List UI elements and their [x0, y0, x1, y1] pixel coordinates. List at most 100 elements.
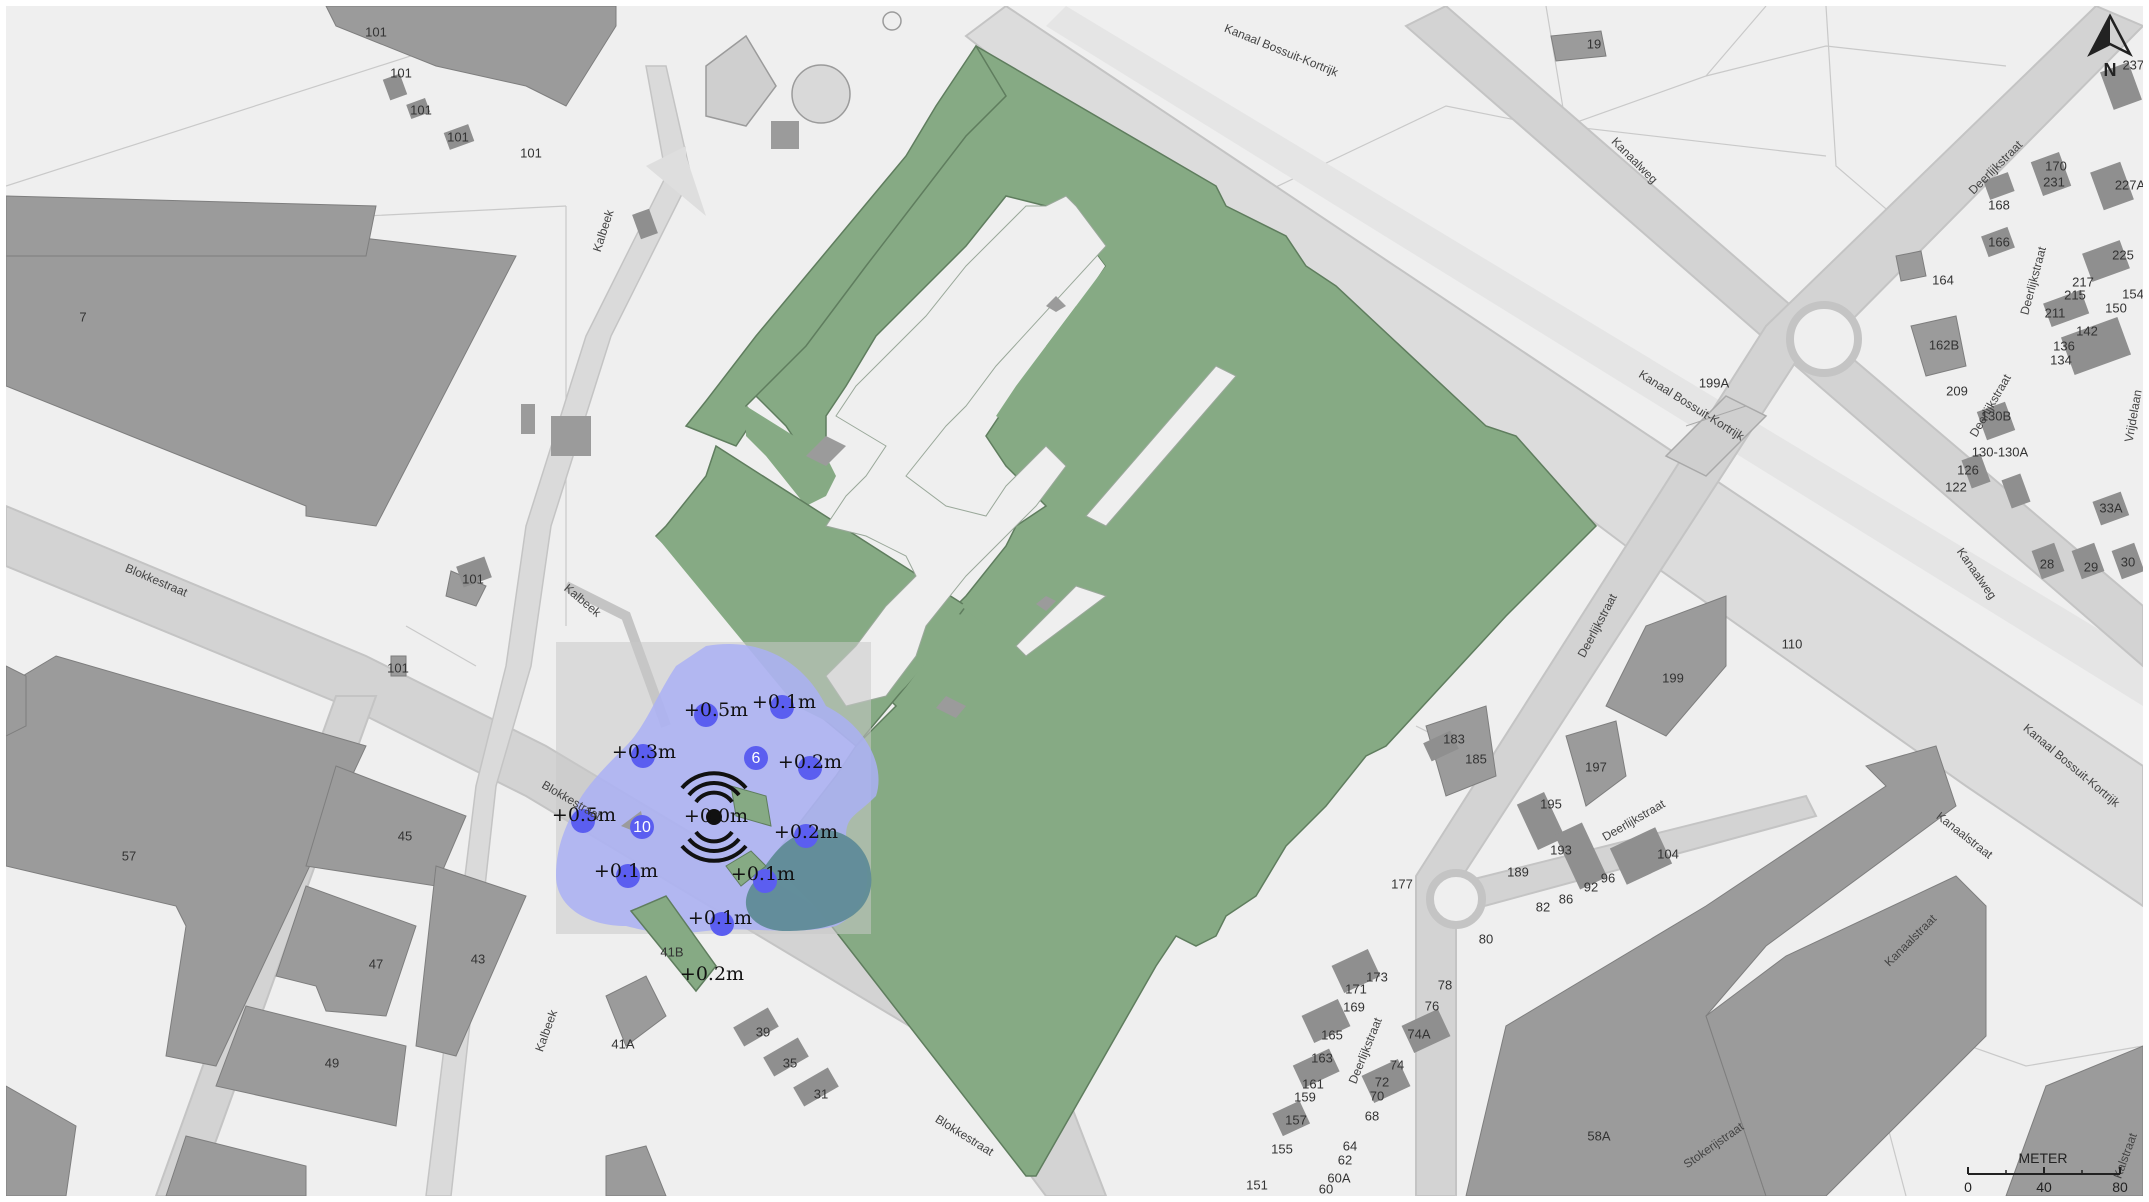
- measurement-point[interactable]: [798, 756, 822, 780]
- building-number: 41A: [611, 1036, 634, 1051]
- measurement-label: +0.1m: [594, 860, 658, 882]
- building-number: 150: [2105, 300, 2127, 315]
- building-number: 161: [1302, 1076, 1324, 1091]
- building-number: 104: [1657, 846, 1679, 861]
- measurement-label: +0.2m: [680, 963, 744, 985]
- north-label: N: [2104, 60, 2117, 80]
- building-number: 155: [1271, 1141, 1293, 1156]
- building-number: 193: [1550, 842, 1572, 857]
- measurement-label: +0.1m: [731, 863, 795, 885]
- building-number: 72: [1375, 1074, 1389, 1089]
- measurement-points: 6 10: [571, 695, 822, 936]
- building-number: 199A: [1699, 375, 1730, 390]
- measurement-labels: +0.5m +0.1m +0.3m +0.2m +0.5m +0.0m +0.2m +0.1m…: [552, 691, 842, 985]
- building-number: 101: [390, 65, 412, 80]
- building-number: 164: [1932, 272, 1954, 287]
- buildings: [6, 6, 2143, 1196]
- building-number: 39: [756, 1024, 770, 1039]
- building-number: 62: [1338, 1152, 1352, 1167]
- building-number: 110: [1782, 636, 1803, 651]
- building-number: 101: [365, 24, 387, 39]
- building-number: 163: [1311, 1050, 1333, 1065]
- building-number: 170: [2045, 158, 2067, 173]
- building-number: 76: [1425, 998, 1439, 1013]
- building-number: 80: [1479, 931, 1493, 946]
- building-number: 215: [2064, 287, 2086, 302]
- scale-tick-80: 80: [2112, 1179, 2128, 1195]
- building-number: 162B: [1929, 337, 1959, 352]
- building-number: 68: [1365, 1108, 1379, 1123]
- measurement-point[interactable]: [616, 864, 640, 888]
- building-number: 101: [520, 145, 542, 160]
- building-number: 177: [1391, 876, 1413, 891]
- sensor-icon: [680, 771, 748, 863]
- building-number: 58A: [1587, 1128, 1610, 1143]
- measurement-point[interactable]: [770, 695, 794, 719]
- building-number: 43: [471, 951, 485, 966]
- building-number: 199: [1662, 670, 1684, 685]
- building-number: 29: [2084, 559, 2098, 574]
- measurement-label: +0.3m: [612, 741, 676, 763]
- building-number: 165: [1321, 1027, 1343, 1042]
- building-number: 189: [1507, 864, 1529, 879]
- building-number: 142: [2076, 323, 2098, 338]
- building-number: 86: [1559, 891, 1573, 906]
- building-number: 122: [1945, 479, 1967, 494]
- building-number: 169: [1343, 999, 1365, 1014]
- measurement-point[interactable]: [631, 744, 655, 768]
- measurement-point[interactable]: [753, 869, 777, 893]
- building-number: 185: [1465, 751, 1487, 766]
- building-number: 47: [369, 956, 383, 971]
- measurement-label: +0.1m: [688, 907, 752, 929]
- small-houses: [382, 62, 2143, 1137]
- misc-structures: [521, 11, 902, 456]
- building-number: 151: [1246, 1177, 1268, 1192]
- building-number: 154: [2122, 286, 2143, 301]
- scale-unit: METER: [2019, 1150, 2068, 1166]
- building-number: 159: [1294, 1089, 1316, 1104]
- measurement-label: +0.0m: [684, 805, 748, 827]
- measurement-label: +0.5m: [684, 699, 748, 721]
- building-number: 173: [1366, 969, 1388, 984]
- measurement-point[interactable]: [694, 703, 718, 727]
- building-number: 136: [2053, 338, 2075, 353]
- building-number: 60: [1319, 1181, 1333, 1196]
- building-number: 217: [2072, 274, 2094, 289]
- building-number: 211: [2045, 305, 2066, 320]
- measurement-point[interactable]: [744, 746, 768, 770]
- building-number: 28: [2040, 556, 2054, 571]
- building-number: 130-130A: [1972, 444, 2029, 459]
- building-number: 197: [1585, 759, 1607, 774]
- measurement-point[interactable]: [571, 809, 595, 833]
- measurement-point-number: 6: [752, 750, 761, 767]
- building-number: 92: [1584, 879, 1598, 894]
- building-number: 195: [1540, 796, 1562, 811]
- measurement-point[interactable]: [794, 824, 818, 848]
- building-number: 49: [325, 1055, 339, 1070]
- building-number: 171: [1345, 981, 1367, 996]
- measurement-point[interactable]: [710, 912, 734, 936]
- building-number: 74A: [1407, 1026, 1430, 1041]
- building-number: 101: [462, 571, 484, 586]
- scale-tick-40: 40: [2036, 1179, 2052, 1195]
- measurement-zone: [556, 642, 879, 993]
- building-number: 30: [2121, 554, 2135, 569]
- map-canvas[interactable]: 610 +0.5m+0.1m+0.3m+0.2m+0.5m+0.0m+0.2m+…: [6, 6, 2143, 1196]
- measurement-label: +0.2m: [778, 751, 842, 773]
- building-number: 33A: [2099, 500, 2122, 515]
- building-number: 157: [1285, 1112, 1307, 1127]
- building-number: 126: [1957, 462, 1979, 477]
- building-number: 166: [1988, 234, 2010, 249]
- building-number: 82: [1536, 899, 1550, 914]
- measurement-label: +0.2m: [774, 821, 838, 843]
- building-number: 101: [447, 129, 469, 144]
- building-number: 231: [2043, 174, 2065, 189]
- scale-tick-0: 0: [1964, 1179, 1972, 1195]
- building-number: 7: [79, 309, 86, 324]
- building-number: 227A: [2115, 177, 2143, 192]
- measurement-point-number: 10: [633, 819, 651, 836]
- measurement-point[interactable]: [630, 815, 654, 839]
- measurement-label: +0.5m: [552, 804, 616, 826]
- building-labels: 101101101101101101101757454743495141B41A…: [79, 24, 2143, 1196]
